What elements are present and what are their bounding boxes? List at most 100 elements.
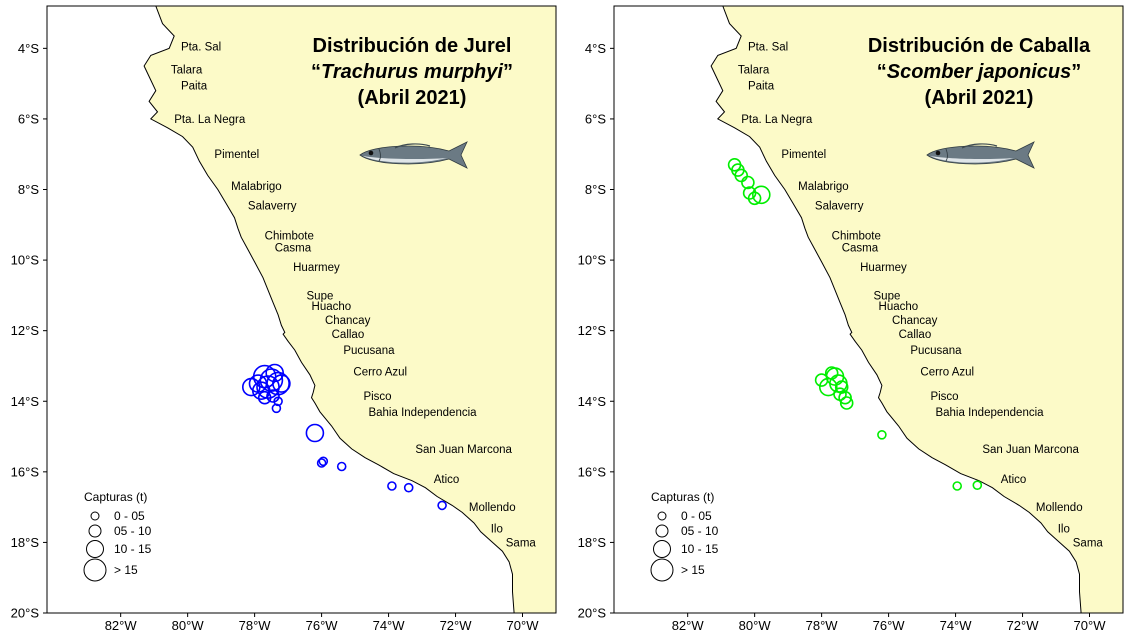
lon-tick-label: 78°W: [806, 618, 839, 632]
place-label: Salaverry: [248, 200, 297, 212]
lon-tick-label: 70°W: [1074, 618, 1107, 632]
quote-open: “: [311, 61, 321, 83]
place-label: Supe: [307, 290, 334, 302]
lat-tick-label: 10°S: [11, 253, 40, 268]
lat-tick-label: 8°S: [18, 182, 39, 197]
place-label: Malabrigo: [231, 181, 281, 193]
lat-tick-label: 20°S: [578, 606, 607, 621]
lat-tick-label: 8°S: [585, 182, 606, 197]
legend-label: 05 - 10: [114, 524, 152, 538]
place-label: Chancay: [325, 315, 371, 327]
catch-circle: [972, 480, 983, 491]
lon-tick-label: 78°W: [239, 618, 272, 632]
legend-circle: [88, 524, 102, 538]
species-name: “Trachurus murphyi”: [311, 61, 513, 83]
catch-circle: [839, 396, 854, 410]
lat-tick-label: 14°S: [578, 394, 607, 409]
catch-circle: [824, 366, 839, 380]
lon-tick-label: 76°W: [873, 618, 906, 632]
species-italic: Scomber japonicus: [887, 61, 1072, 83]
place-label: Huacho: [879, 301, 919, 313]
place-label: San Juan Marcona: [415, 444, 512, 456]
place-label: Chancay: [892, 315, 938, 327]
catch-circle: [257, 390, 272, 405]
species-name: “Scomber japonicus”: [877, 61, 1082, 83]
place-label: Malabrigo: [798, 181, 849, 193]
place-label: Sama: [1073, 537, 1104, 549]
place-label: Cerro Azul: [353, 366, 407, 378]
legend-label: 0 - 05: [681, 509, 712, 523]
lat-tick-label: 14°S: [11, 394, 40, 409]
lat-tick-label: 10°S: [578, 253, 607, 268]
lat-tick-label: 12°S: [578, 323, 607, 338]
catch-circle: [437, 500, 447, 511]
catch-circle: [318, 456, 329, 467]
species-italic: Trachurus murphyi: [321, 61, 503, 83]
catch-circle: [833, 387, 847, 402]
place-label: Pta. Sal: [181, 42, 221, 54]
lon-tick-label: 74°W: [940, 618, 973, 632]
place-label: Salaverry: [815, 200, 864, 212]
place-label: Bahia Independencia: [935, 407, 1044, 419]
place-label: Mollendo: [469, 502, 516, 514]
catch-circle: [271, 403, 282, 414]
legend-circle: [90, 511, 100, 521]
catch-circle: [747, 191, 762, 206]
place-label: Talara: [171, 65, 203, 77]
lat-tick-label: 6°S: [18, 111, 39, 126]
place-label: Huarmey: [860, 262, 907, 274]
quote-close: ”: [1071, 61, 1081, 83]
place-label: Pisco: [930, 391, 958, 403]
place-label: Pucusana: [343, 345, 395, 357]
place-label: Pta. La Negra: [174, 114, 246, 126]
lon-tick-label: 80°W: [172, 618, 205, 632]
lon-tick-label: 80°W: [739, 618, 772, 632]
catch-circle: [242, 377, 261, 397]
legend-circle: [657, 511, 667, 521]
legend-circle: [86, 540, 104, 558]
place-label: Chimbote: [832, 230, 881, 242]
lon-tick-label: 74°W: [373, 618, 406, 632]
catch-circle: [305, 423, 325, 443]
lat-tick-label: 20°S: [11, 606, 40, 621]
lat-tick-label: 16°S: [11, 464, 40, 479]
lat-tick-label: 4°S: [585, 41, 606, 56]
lat-tick-label: 4°S: [18, 41, 39, 56]
chub-mackerel-icon: [926, 141, 1035, 169]
legend-label: 0 - 05: [114, 509, 145, 523]
place-label: Paita: [181, 80, 208, 92]
place-label: Bahia Independencia: [368, 407, 477, 419]
place-label: Pisco: [363, 391, 391, 403]
legend-circle: [83, 558, 107, 582]
legend-label: 05 - 10: [681, 524, 719, 538]
lon-tick-label: 72°W: [440, 618, 473, 632]
lon-tick-label: 70°W: [507, 618, 540, 632]
catch-circle: [877, 429, 887, 440]
place-label: Callao: [332, 329, 365, 341]
map-date: (Abril 2021): [358, 87, 467, 109]
catch-circle: [266, 389, 280, 403]
map-date: (Abril 2021): [925, 87, 1034, 109]
catch-circle: [403, 482, 414, 493]
legend-title: Capturas (t): [84, 490, 147, 504]
lat-tick-label: 6°S: [585, 111, 606, 126]
place-label: Pucusana: [910, 345, 962, 357]
place-label: Ilo: [491, 523, 503, 535]
place-label: Sama: [506, 537, 537, 549]
place-label: Mollendo: [1036, 502, 1083, 514]
jack-mackerel-icon: [359, 141, 468, 169]
place-label: Casma: [842, 243, 879, 255]
place-label: Callao: [899, 329, 932, 341]
coastline: [710, 6, 1082, 613]
place-label: Casma: [275, 243, 312, 255]
place-label: Pta. La Negra: [741, 114, 813, 126]
map-title: Distribución de Caballa: [868, 35, 1091, 57]
place-label: Atico: [434, 474, 460, 486]
place-label: Atico: [1001, 474, 1027, 486]
lon-tick-label: 72°W: [1007, 618, 1040, 632]
lon-tick-label: 82°W: [105, 618, 138, 632]
place-label: Ilo: [1058, 523, 1070, 535]
